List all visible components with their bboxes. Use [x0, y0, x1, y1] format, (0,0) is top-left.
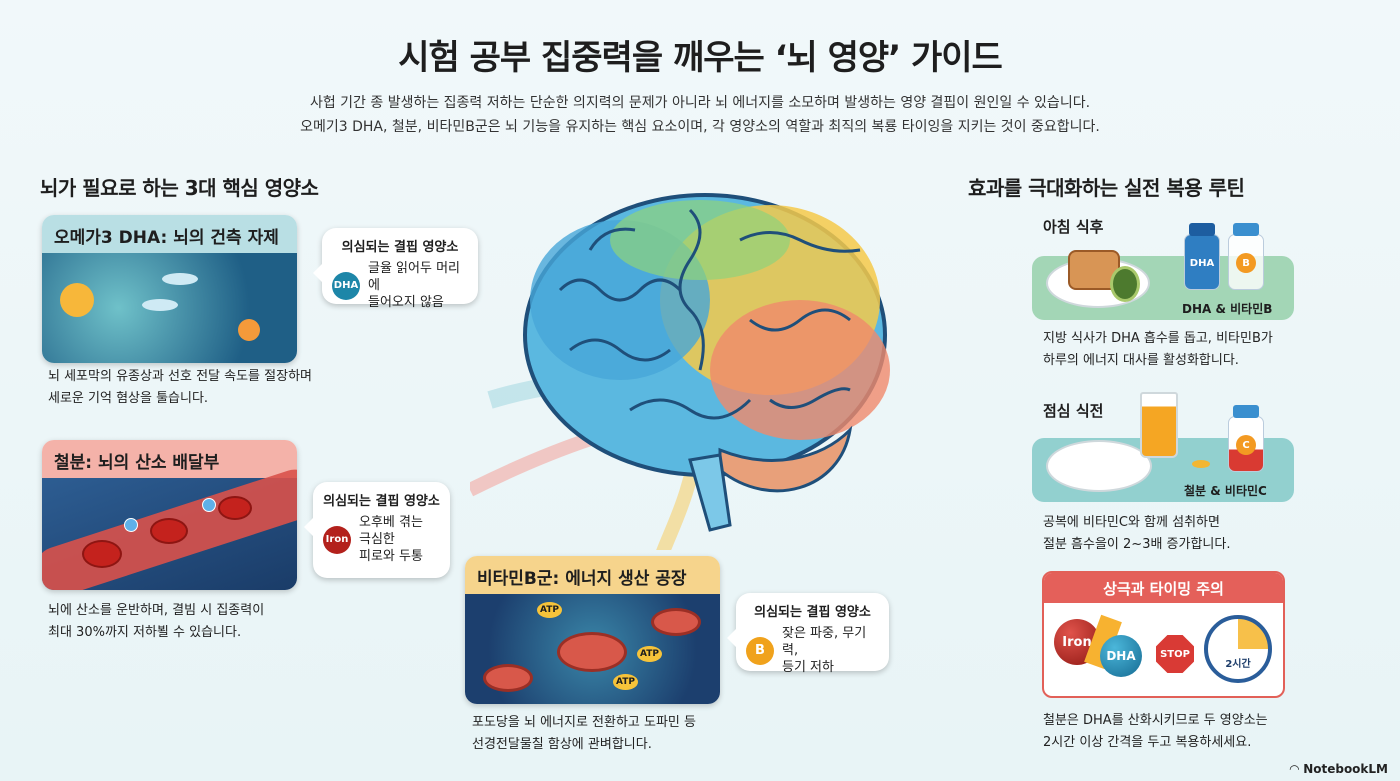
subtitle-line-2: 오메기3 DHA, 철분, 비타민B군은 뇌 기능을 유지하는 핵심 요소이며,… [300, 119, 1100, 135]
symptom: 극심한 [359, 532, 395, 547]
desc-line: 최대 30%까지 저하뵐 수 있습니다. [48, 625, 242, 640]
card-omega3-dha: 오메가3 DHA: 뇌의 건측 자제 [42, 215, 297, 363]
morning-label: 아침 식후 [1043, 218, 1104, 236]
warning-box: 상극과 타이밍 주의 Iron DHA STOP 2시간 [1042, 571, 1285, 698]
symptom: 들어오지 않음 [368, 295, 444, 310]
dha-bottle-icon: DHA [1189, 257, 1215, 269]
fish-icon [162, 273, 198, 285]
card-title: 비타민B군: 에너지 생산 공장 [465, 556, 720, 594]
dha-icon: DHA [1100, 635, 1142, 677]
bubble-title: 의심되는 결핍 영양소 [754, 605, 871, 620]
oxygen-icon [124, 518, 138, 532]
subtitle-line-1: 사헙 기간 종 발생하는 집종력 저하는 단순한 의지력의 문제가 아니라 뇌 … [309, 95, 1091, 111]
mitochondria-icon [557, 632, 627, 672]
brain-illustration [470, 193, 890, 550]
desc-line: 선경전달물칠 함상에 관벼합니다. [472, 737, 652, 752]
dha-badge-icon: DHA [332, 271, 360, 300]
bubble-title: 의심되는 결핍 영양소 [323, 494, 440, 509]
desc-line: 철분은 DHA를 산화시키므로 두 영양소는 [1043, 713, 1268, 728]
atp-icon: ATP [637, 646, 663, 662]
neuron-nucleus-icon [60, 283, 94, 317]
morning-band: DHA B DHA & 비타민B [1032, 223, 1294, 320]
stop-sign-icon: STOP [1156, 635, 1194, 673]
notebooklm-logo: ◠ NotebookLM [1290, 762, 1388, 776]
iron-pill-icon [1192, 460, 1210, 468]
right-heading: 효과를 극대화하는 실전 복용 루틴 [968, 176, 1245, 200]
juice-glass-icon [1140, 392, 1178, 458]
red-blood-cell-icon [150, 518, 188, 544]
desc-line: 뇌 세포막의 유종상과 선호 전달 속도를 절장하며 [48, 369, 312, 384]
desc-line: 하루의 에너지 대사를 활성화합니다. [1043, 353, 1239, 368]
desc-line: 뇌에 산소를 운반하며, 결빔 시 집종력이 [48, 603, 265, 618]
empty-plate-icon [1046, 440, 1152, 492]
vitamin-c-bottle-icon: C [1236, 435, 1256, 455]
brand-label: NotebookLM [1303, 762, 1388, 776]
symptom: 등기 저하 [782, 660, 834, 675]
clock-label: 2시간 [1225, 659, 1251, 670]
card-vitamin-b: 비타민B군: 에너지 생산 공장 ATP ATP ATP [465, 556, 720, 704]
blood-vessel-illustration [42, 464, 297, 590]
symptom: 피로와 두통 [359, 549, 423, 564]
lunch-label: 점심 식전 [1043, 402, 1104, 420]
vitamin-b-badge-icon: B [746, 636, 774, 665]
warning-description: 철분은 DHA를 산화시키므로 두 영양소는 2시간 이상 간격을 두고 복용하세… [1043, 710, 1268, 754]
card-iron: 철분: 뇌의 산소 배달부 [42, 440, 297, 590]
morning-caption: DHA & 비타민B [1182, 302, 1273, 316]
iron-badge-icon: Iron [323, 525, 351, 554]
atp-icon: ATP [613, 674, 639, 690]
desc-line: 세로운 기억 혐상을 툴습니다. [48, 391, 209, 406]
left-heading: 뇌가 필요로 하는 3대 핵심 영양소 [40, 176, 319, 200]
symptom: 글율 읽어두 머리에 [368, 261, 460, 293]
deficiency-bubble-vitamin-b: 의심되는 결핍 영양소 B 잦은 파중, 무기력, 등기 저하 [727, 593, 889, 675]
symptom: 오후베 겪는 [359, 515, 423, 530]
atp-icon: ATP [537, 602, 563, 618]
desc-line: 공복에 비타민C와 함께 섬취하면 [1043, 515, 1220, 530]
desc-line: 2시간 이상 간격을 두고 복용하세세요. [1043, 735, 1252, 750]
mitochondria-icon [483, 664, 533, 692]
desc-line: 절분 흠수을이 2~3배 증가합니다. [1043, 537, 1231, 552]
notebooklm-icon: ◠ [1289, 762, 1304, 776]
symptom: 잦은 파중, 무기력, [782, 626, 867, 658]
desc-line: 지방 식사가 DHA 흡수를 돕고, 비타민B가 [1043, 331, 1273, 346]
fish-icon [142, 299, 178, 311]
page-title: 시험 공부 집중력을 깨우는 ‘뇌 영양’ 가이드 [398, 38, 1003, 78]
neuron-illustration [42, 253, 297, 363]
card-title: 오메가3 DHA: 뇌의 건측 자제 [42, 215, 297, 253]
lunch-band: C 철분 & 비타민C [1032, 392, 1294, 502]
vitamin-b-bottle-icon: B [1236, 253, 1256, 273]
neuron-nucleus-icon [238, 319, 260, 341]
oxygen-icon [202, 498, 216, 512]
avocado-icon [1110, 266, 1140, 302]
desc-line: 포도당을 뇌 에너지로 전환하고 도파민 등 [472, 715, 696, 730]
card-title: 철분: 뇌의 산소 배달부 [42, 440, 297, 478]
lunch-caption: 철분 & 비타민C [1184, 484, 1267, 498]
red-blood-cell-icon [218, 496, 252, 520]
warning-title: 상극과 타이밍 주의 [1044, 573, 1283, 603]
clock-icon: 2시간 [1204, 615, 1272, 683]
mitochondria-icon [651, 608, 701, 636]
red-blood-cell-icon [82, 540, 122, 568]
mitochondria-illustration: ATP ATP ATP [465, 594, 720, 704]
bubble-title: 의심되는 결핍 영양소 [341, 240, 459, 255]
